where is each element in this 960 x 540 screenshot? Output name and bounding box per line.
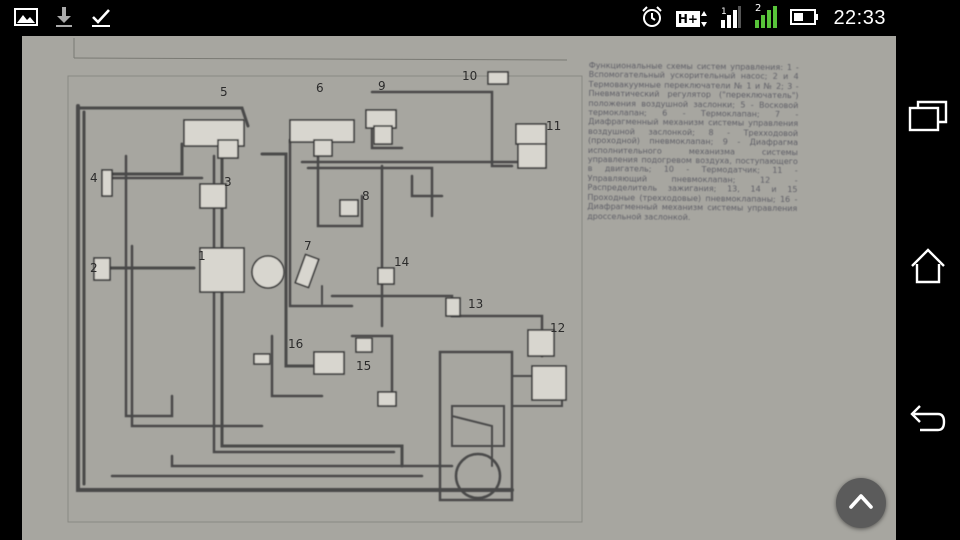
notification-icons [14, 6, 112, 32]
diagram-label: 14 [394, 255, 409, 269]
figure-caption: Функциональные схемы систем управления: … [587, 60, 799, 222]
diagram-label: 1 [198, 249, 206, 263]
network-type: H+ [675, 9, 708, 29]
diagram-label: 7 [304, 239, 312, 253]
home-button[interactable] [904, 244, 952, 292]
signal-icon: 2 [754, 3, 778, 33]
diagram-label: 12 [550, 321, 565, 335]
diagram-label: 5 [220, 85, 228, 99]
svg-text:1: 1 [721, 7, 727, 17]
back-button[interactable] [904, 396, 952, 444]
diagram-label: 13 [468, 297, 483, 311]
recent-apps-button[interactable] [904, 94, 952, 142]
clock: 22:33 [833, 7, 886, 29]
signal-icon: 1 [720, 5, 742, 33]
network-label: H+ [675, 11, 700, 27]
download-icon [54, 6, 74, 32]
diagram-photo: 1 2 3 4 5 6 7 8 9 10 11 12 13 14 15 16 [22, 36, 896, 540]
diagram-label: 4 [90, 171, 98, 185]
diagram-label: 15 [356, 359, 371, 373]
diagram-label: 11 [546, 119, 561, 133]
alarm-icon [640, 5, 664, 33]
diagram-label: 16 [288, 337, 303, 351]
check-icon [90, 6, 112, 32]
battery-icon [790, 7, 820, 31]
diagram-label: 8 [362, 189, 370, 203]
home-icon [908, 246, 948, 290]
diagram-labels: 1 2 3 4 5 6 7 8 9 10 11 12 13 14 15 16 [90, 69, 565, 373]
gallery-icon [14, 7, 38, 31]
navigation-bar [896, 36, 960, 540]
recent-apps-icon [908, 98, 948, 138]
image-viewer[interactable]: 1 2 3 4 5 6 7 8 9 10 11 12 13 14 15 16 Ф… [22, 36, 896, 540]
status-bar: H+ 1 2 22:33 [0, 0, 960, 36]
chevron-up-icon [848, 492, 874, 514]
back-icon [908, 400, 948, 440]
diagram-label: 2 [90, 261, 98, 275]
diagram-label: 6 [316, 81, 324, 95]
diagram-label: 3 [224, 175, 232, 189]
diagram-label: 9 [378, 79, 386, 93]
diagram-label: 10 [462, 69, 477, 83]
sim2-label: 2 [755, 3, 762, 14]
scroll-up-button[interactable] [836, 478, 886, 528]
system-icons: H+ 1 2 [640, 3, 820, 33]
